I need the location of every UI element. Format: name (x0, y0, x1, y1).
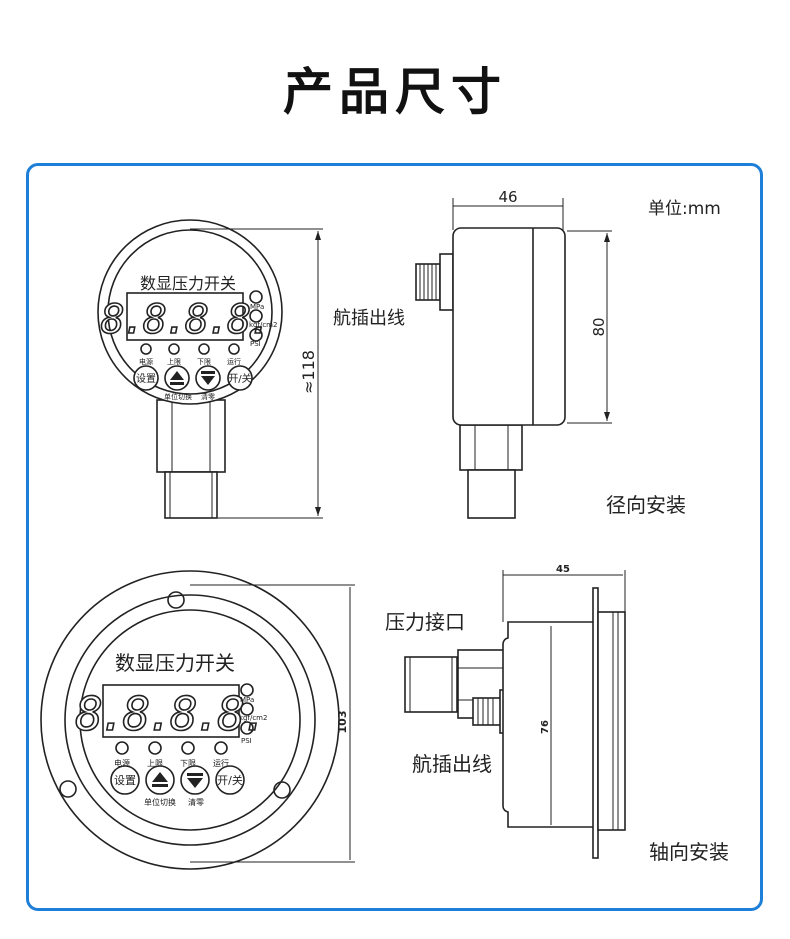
set-button-label: 设置 (114, 774, 136, 787)
lcd-display (102, 684, 240, 738)
power-button (227, 365, 253, 391)
gauge-inner-ring (107, 229, 273, 395)
button-caption: 清零 (188, 797, 204, 807)
power-button-label: 开/关 (228, 372, 251, 385)
power-button (215, 765, 245, 795)
connector-label: 航插出线 (412, 752, 492, 776)
power-button-label: 开/关 (217, 773, 243, 787)
radial-side-view: 46 80 航插出线 单位:mm 径向安装 (333, 188, 721, 519)
indicator-label: 上限 (167, 357, 181, 366)
dim-diameter-label: 103 (336, 711, 349, 734)
front-bezel (597, 611, 626, 831)
set-button-label: 设置 (136, 373, 156, 385)
dim-depth-label: 46 (498, 188, 517, 206)
gauge-outer-ring (97, 219, 283, 405)
mount-hole (59, 780, 77, 798)
radial-mount-label: 径向安装 (606, 493, 686, 517)
port-label: 压力接口 (385, 610, 465, 634)
indicator-label: 运行 (213, 758, 229, 768)
stem-thread (467, 469, 516, 519)
button-caption: 清零 (201, 392, 215, 401)
port-thread (404, 656, 458, 713)
connector-plug (472, 697, 502, 726)
flange-outer (40, 570, 340, 870)
dim-body-label: 76 (540, 720, 551, 734)
indicator-label: 电源 (114, 758, 130, 768)
stem-upper (459, 424, 523, 471)
indicator-label: 电源 (139, 357, 153, 366)
axial-mount-label: 轴向安装 (649, 840, 729, 864)
dim-depth-label: 45 (556, 564, 570, 575)
mount-hole (273, 781, 291, 799)
button-caption: 单位切换 (144, 797, 176, 807)
dim-height-label: ≈118 (299, 350, 318, 394)
stem-thread (164, 471, 218, 519)
set-button (110, 765, 140, 795)
bezel-ring (64, 594, 316, 846)
page-title: 产品尺寸 (283, 63, 507, 121)
up-arrow-icon (152, 772, 168, 787)
indicator-label: 下限 (197, 357, 211, 366)
housing-body (502, 621, 598, 828)
button-caption: 单位切换 (164, 392, 192, 401)
lcd-display (126, 292, 244, 341)
unit-label: PSI (250, 340, 261, 348)
face-ring (79, 609, 301, 831)
indicator-label: 下限 (180, 759, 196, 768)
unit-label: MPa (240, 696, 254, 704)
dim-body-label: 80 (590, 317, 608, 336)
down-arrow-icon (201, 371, 215, 385)
indicator-label: 运行 (227, 357, 241, 366)
lcd-digits: 8.8.8.8. (101, 297, 270, 343)
down-arrow-icon (187, 773, 203, 788)
radial-front-view: 数显压力开关 8.8.8.8. MPa kgf/cm2 PSI 电源 上限 下限… (97, 219, 323, 519)
gauge-name: 数显压力开关 (140, 274, 236, 293)
unit-led (249, 309, 263, 323)
drawing-frame (26, 163, 763, 911)
connector-label: 航插出线 (333, 308, 405, 329)
stem-upper (156, 399, 226, 473)
unit-label: MPa (250, 303, 264, 311)
lcd-digits: 8.8.8.8. (75, 687, 265, 741)
housing-body (452, 227, 566, 426)
set-button (133, 365, 159, 391)
mount-hole (167, 591, 185, 609)
unit-label: PSI (241, 737, 252, 745)
up-arrow-icon (170, 371, 184, 385)
unit-label: kgf/cm2 (249, 321, 277, 329)
unit-label: kgf/cm2 (239, 714, 267, 722)
unit-led (249, 290, 263, 304)
axial-front-view: 数显压力开关 8.8.8.8. MPa kgf/cm2 PSI 电源 上限 下限… (40, 570, 355, 870)
indicator-label: 上限 (147, 759, 163, 768)
axial-side-view: 45 76 压力接口 航插出线 轴向安装 (385, 564, 729, 864)
gauge-name: 数显压力开关 (115, 651, 235, 675)
unit-led (249, 328, 263, 342)
unit-label: 单位:mm (648, 199, 721, 219)
